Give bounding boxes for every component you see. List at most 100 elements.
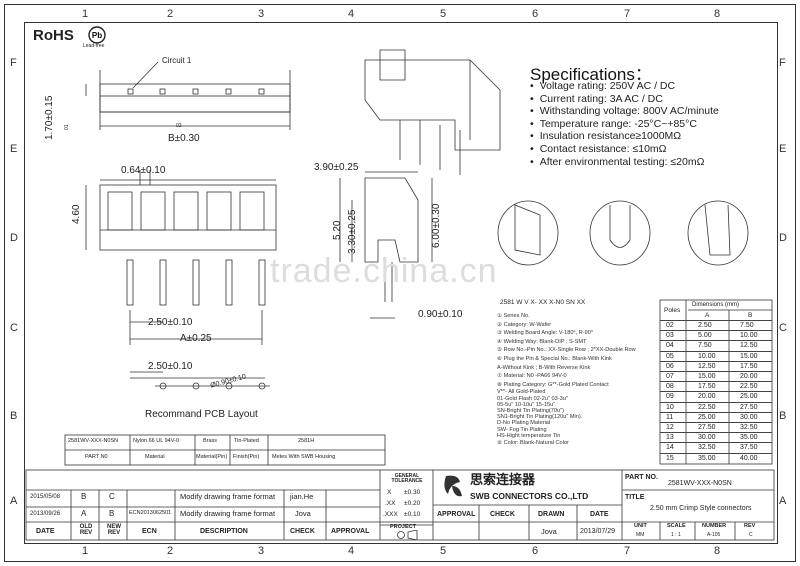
pcb-layout-title: Recommand PCB Layout	[145, 409, 258, 420]
zone-row-b: B	[10, 410, 18, 422]
specifications-list: Voltage rating: 250V AC / DC Current rat…	[530, 80, 719, 168]
zone-row-d-right: D	[779, 232, 787, 244]
dimensions-header-poles: Poles	[664, 307, 681, 314]
zone-row-d: D	[10, 232, 18, 244]
rev-label: REV	[744, 523, 756, 529]
dimensions-cell: 14	[666, 444, 674, 452]
title-label: TITLE	[625, 494, 645, 501]
dim-600: 6.00±0.30	[431, 203, 442, 248]
dimensions-cell: 25.00	[740, 393, 758, 401]
projection-label: PROJECT	[390, 524, 416, 530]
legend-line: ① Series No.	[497, 313, 530, 319]
dimensions-header-b: B	[748, 312, 753, 319]
zone-col-1: 1	[82, 8, 89, 20]
legend-line: ⑦ Material: N0 -PA66 94V-0	[497, 373, 567, 380]
dimensions-cell: 25.00	[698, 413, 716, 421]
dimensions-cell: 20.00	[740, 373, 758, 380]
dimensions-cell: 5.00	[698, 332, 712, 340]
spec-item: Voltage rating: 250V AC / DC	[530, 80, 719, 93]
drawn-by: Jova	[541, 527, 557, 536]
legend-line: SW- Fog Tin Plating	[497, 426, 547, 433]
legend-line: HS-Hight temperature Tin	[497, 432, 561, 439]
dimensions-row-divider	[660, 411, 772, 413]
tolerance-x-value: ±0.30	[404, 489, 421, 496]
legend-line: SN-Bright Tin Plating(70u")	[497, 407, 564, 414]
dimensions-header-a: A	[705, 312, 710, 319]
number-label: NUMBER	[702, 523, 727, 529]
header-description: DESCRIPTION	[200, 528, 248, 535]
legend-line: ③ Welding Board Angle: V-180°, R-90°	[497, 330, 594, 337]
dimensions-cell: 32.50	[740, 424, 758, 431]
dimensions-cell: 12	[666, 424, 674, 431]
dimensions-cell: 07	[666, 373, 674, 380]
zone-col-3-bottom: 3	[258, 545, 265, 557]
zone-row-f: F	[10, 57, 17, 69]
material-cell: Nylon 66 UL 94V-0	[133, 438, 179, 444]
material-cell: Material(Pin)	[196, 454, 228, 460]
dim-b: B±0.30	[168, 133, 200, 144]
zone-col-4-bottom: 4	[348, 545, 355, 557]
legend-line: A-Without Kink ; B-With Reverse Kink	[497, 364, 591, 371]
header-date: DATE	[36, 528, 55, 535]
dimensions-row-divider	[660, 340, 772, 342]
material-cell: Finish(Pin)	[233, 454, 260, 460]
legend-line: V**- All Gold-Plated	[497, 389, 546, 396]
dim-460: 4.60	[71, 204, 82, 224]
zone-col-7: 7	[624, 8, 631, 20]
tolerance-x: X	[387, 489, 392, 496]
dimensions-cell: 7.50	[698, 342, 712, 350]
tolerance-xxx: .XXX	[383, 511, 398, 518]
header-approval: APPROVAL	[331, 528, 370, 535]
dimensions-cell: 10	[666, 403, 674, 411]
zone-row-f-right: F	[779, 57, 786, 69]
zone-row-a: A	[10, 495, 18, 507]
dimensions-cell: 08	[666, 383, 674, 391]
zone-col-2: 2	[167, 8, 174, 20]
tolerance-xxx-value: ±0.10	[404, 511, 421, 518]
dimensions-cell: 12.50	[740, 342, 758, 350]
dimensions-cell: 05	[666, 352, 674, 360]
spec-item: Contact resistance: ≤10mΩ	[530, 143, 719, 156]
dimensions-row-divider	[660, 401, 772, 403]
zone-row-a-right: A	[779, 495, 787, 507]
scale-label: SCALE	[667, 523, 686, 529]
legend-line: 01-Gold Flash 02-2u" 03-3u"	[497, 395, 568, 402]
dimensions-cell: 32.50	[698, 444, 716, 452]
dimensions-row-divider	[660, 452, 772, 454]
dimensions-cell: 06	[666, 362, 674, 370]
pb-badge-text: Pb	[92, 31, 102, 40]
zone-col-2-bottom: 2	[167, 545, 174, 557]
dimensions-cell: 22.50	[740, 383, 758, 391]
dimensions-row-divider	[660, 350, 772, 352]
dimensions-cell: 09	[666, 393, 674, 401]
rev-new: B	[109, 509, 115, 518]
lead-free-label: Lead-free	[83, 43, 105, 49]
zone-col-3: 3	[258, 8, 265, 20]
lead-free-badge-icon: Pb	[88, 26, 106, 44]
dimensions-row-divider	[660, 442, 772, 444]
number-value: A-105	[707, 532, 721, 538]
dimensions-cell: 02	[666, 322, 674, 329]
spec-item: After environmental testing: ≤20mΩ	[530, 156, 719, 169]
material-cell: Material	[145, 454, 165, 460]
dim-064: 0.64±0.10	[121, 165, 166, 176]
part-no-value: 2581WV-XXX-N0SN	[668, 480, 732, 487]
drawn-date: 2013/07/29	[580, 528, 616, 535]
zone-col-4: 4	[348, 8, 355, 20]
material-cell: 2581WV-XXX-N0SN	[68, 438, 119, 444]
dimensions-cell: 7.50	[740, 322, 754, 329]
dimensions-cell: 37.50	[740, 444, 758, 452]
legend-line: ⑧ Plating Category: G**-Gold Plated Cont…	[497, 381, 609, 388]
tolerance-xx-value: ±0.20	[404, 500, 421, 507]
zone-row-e-right: E	[779, 143, 787, 155]
dimensions-row-divider	[660, 320, 772, 321]
legend-line: ⑥ Plug the Pin & Special No.: Blank-With…	[497, 355, 612, 362]
zone-row-c-right: C	[779, 322, 787, 334]
dimensions-row-divider	[660, 330, 772, 332]
dim-01: 01	[64, 124, 70, 130]
dimensions-row-divider	[660, 371, 772, 372]
circuit-label: Circuit 1	[162, 56, 192, 65]
legend-line: ⑤ Row No.-Pin No.: XX-Single Row ; 2*XX-…	[497, 347, 636, 354]
rev-check: Jova	[295, 509, 311, 518]
dim-170: 1.70±0.15	[44, 95, 55, 140]
